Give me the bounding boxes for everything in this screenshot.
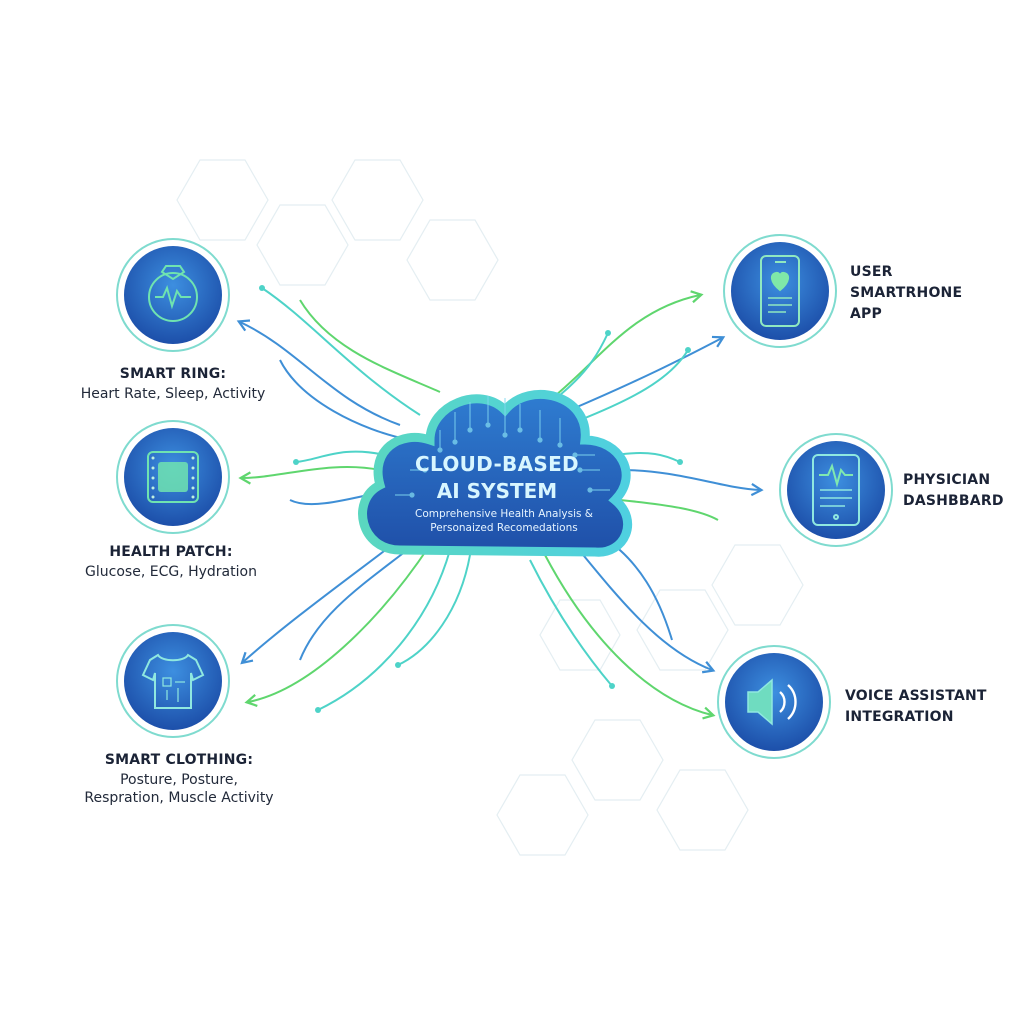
connector-to-health-patch: [238, 466, 381, 485]
smartphone-app-node: [723, 234, 837, 348]
physician-dashboard-label: PHYSICIAN DASHBBARD: [903, 470, 1024, 512]
voice-assistant-line1: VOICE ASSISTANT: [845, 688, 987, 704]
smartphone-app-line3: APP: [850, 306, 882, 322]
connector-to-smart-clothing: [397, 554, 471, 666]
circuit-traces: [395, 396, 610, 498]
smartphone-app-label: USER SMARTRHONE APP: [850, 262, 1020, 325]
connector-to-smart-clothing: [244, 544, 431, 707]
smart-clothing-metrics-line1: Posture, Posture,: [120, 772, 238, 788]
connector-to-smart-ring: [236, 319, 401, 426]
health-patch-metrics: Glucose, ECG, Hydration: [85, 564, 257, 580]
connector-to-smartphone-app: [549, 290, 704, 401]
smart-clothing-title: SMART CLOTHING:: [104, 752, 254, 768]
smartphone-app-line2: SMARTRHONE: [850, 285, 963, 301]
smart-clothing-label: SMART CLOTHING: Posture, Posture, Respra…: [59, 752, 299, 806]
cloud-title-line2: AI SYSTEM: [436, 479, 558, 503]
connector-to-physician-dashboard: [614, 452, 681, 463]
connector-to-smartphone-app: [559, 332, 609, 396]
cloud-ai-system: [358, 390, 633, 557]
health-patch-label: HEALTH PATCH: Glucose, ECG, Hydration: [51, 544, 291, 580]
chip-icon: [147, 451, 199, 503]
smartphone-app-line1: USER: [850, 264, 893, 280]
connector-to-smart-ring: [261, 287, 421, 416]
connector-to-smartphone-app: [569, 335, 726, 411]
connector-to-smart-ring: [299, 299, 441, 393]
cloud-title-line1: CLOUD-BASED: [415, 452, 579, 476]
smart-ring-metrics: Heart Rate, Sleep, Activity: [80, 386, 266, 402]
cloud-subtitle-line2: Personaized Recomedations: [430, 522, 578, 534]
voice-assistant-node: [717, 645, 831, 759]
smart-ring-label: SMART RING: Heart Rate, Sleep, Activity: [53, 366, 293, 402]
connector-to-physician-dashboard: [619, 469, 764, 497]
voice-assistant-label: VOICE ASSISTANT INTEGRATION: [845, 686, 1015, 728]
speaker-icon: [747, 678, 797, 726]
connector-to-smart-ring: [279, 359, 411, 441]
voice-assistant-line2: INTEGRATION: [845, 709, 954, 725]
ring-icon: [148, 265, 198, 322]
smart-clothing-metrics-line2: Respration, Muscle Activity: [84, 790, 274, 806]
smartphone-heart-icon: [760, 255, 800, 327]
smart-clothing-node: [116, 624, 230, 738]
tablet-ecg-icon: [812, 454, 860, 526]
physician-dashboard-line1: PHYSICIAN: [903, 472, 991, 488]
physician-dashboard-node: [779, 433, 893, 547]
connector-to-physician-dashboard: [619, 499, 719, 521]
health-patch-node: [116, 420, 230, 534]
cloud-title: CLOUD-BASED AI SYSTEM: [392, 452, 602, 503]
health-patch-title: HEALTH PATCH:: [109, 544, 233, 560]
connector-to-voice-assistant: [574, 544, 716, 674]
cloud-subtitle-line1: Comprehensive Health Analysis &: [415, 508, 593, 520]
cloud-subtitle: Comprehensive Health Analysis & Personai…: [392, 508, 616, 534]
physician-dashboard-line2: DASHBBARD: [903, 493, 1004, 509]
connector-to-smart-clothing: [317, 549, 451, 711]
smart-ring-node: [116, 238, 230, 352]
connector-to-health-patch: [295, 450, 386, 463]
connector-to-voice-assistant: [544, 554, 716, 720]
shirt-icon: [141, 653, 205, 709]
connector-to-smartphone-app: [579, 349, 689, 421]
connector-to-voice-assistant: [529, 559, 613, 687]
smart-ring-title: SMART RING:: [119, 366, 227, 382]
